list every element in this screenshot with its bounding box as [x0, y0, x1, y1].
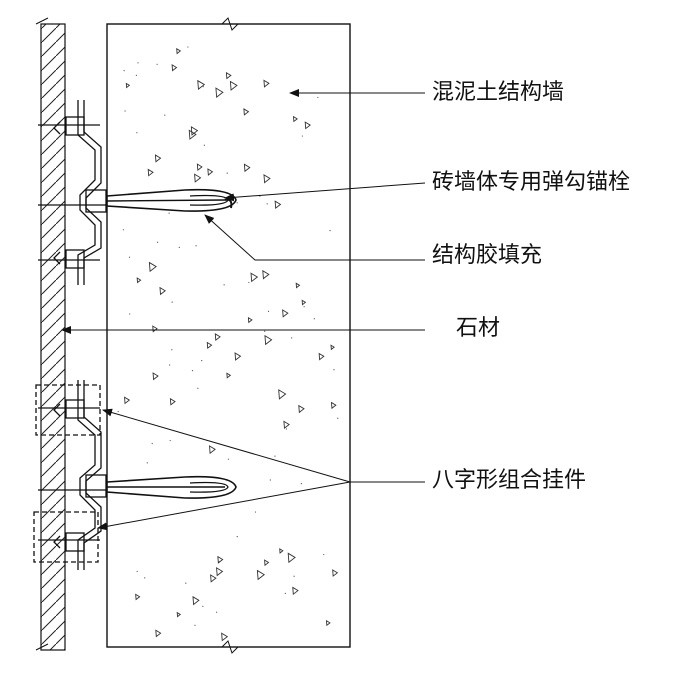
leader-structural-glue: [204, 214, 425, 261]
label-bracket: 八字形组合挂件: [432, 468, 587, 493]
leader-lines: [61, 89, 426, 531]
label-concrete-wall: 混泥土结构墙: [432, 80, 565, 105]
label-stone: 石材: [456, 316, 501, 341]
lower-bracket-assembly: [33, 380, 107, 570]
lower-anchor-bolt: [106, 475, 237, 499]
label-anchor-bolt: 砖墙体专用弹勾锚栓: [432, 170, 631, 195]
upper-bracket-assembly: [38, 100, 107, 285]
leader-anchor-bolt: [224, 182, 426, 202]
label-structural-glue: 结构胶填充: [432, 243, 543, 268]
stone-panel: [35, 17, 66, 651]
leader-bracket-upper: [102, 408, 351, 483]
concrete-aggregate: [117, 46, 339, 642]
leader-bracket-lower: [97, 481, 351, 531]
concrete-wall: [106, 17, 351, 654]
upper-anchor-bolt: [106, 188, 237, 212]
